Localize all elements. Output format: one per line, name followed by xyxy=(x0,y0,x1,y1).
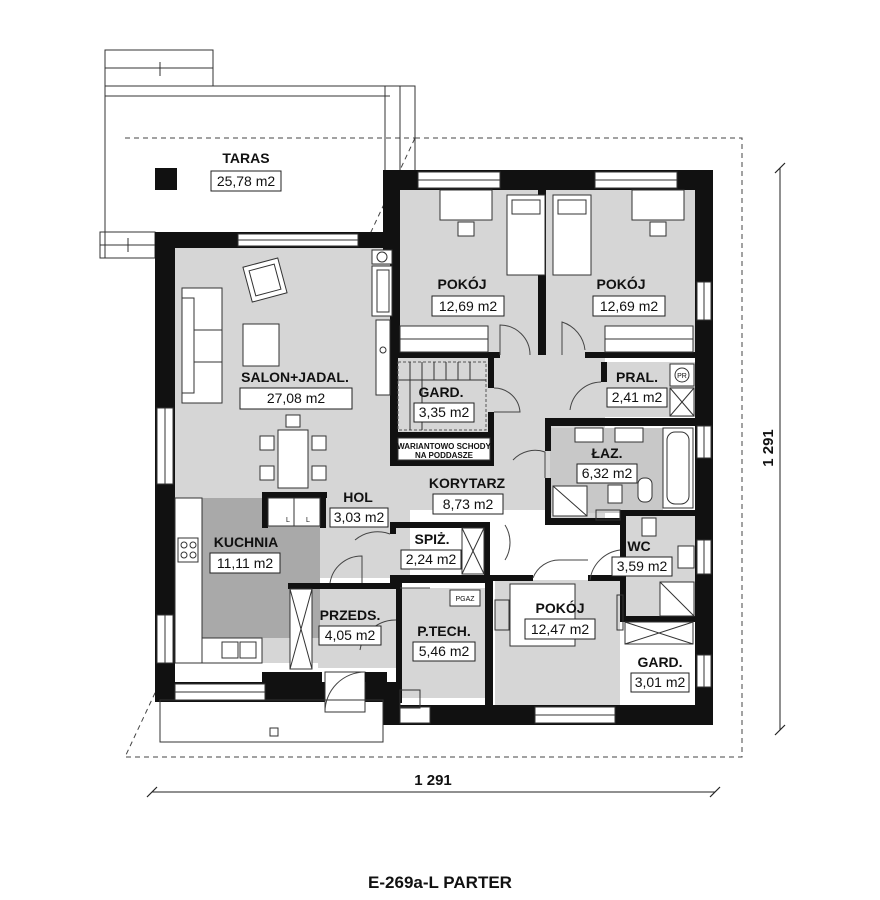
room-name-gard-2: GARD. xyxy=(637,654,682,670)
bed xyxy=(552,194,592,276)
room-name-spiz: SPIŻ. xyxy=(414,531,449,547)
toilet xyxy=(607,484,623,504)
sink xyxy=(221,641,239,659)
room-name-ptech: P.TECH. xyxy=(417,623,470,639)
washer-mark: PR xyxy=(677,373,687,380)
fridge-mark: L xyxy=(306,517,310,524)
room-area-kuchnia: 11,11 m2 xyxy=(217,555,274,571)
plan-caption: E-269a-L PARTER xyxy=(368,873,512,892)
room-name-hol: HOL xyxy=(343,489,373,505)
width-dimension: 1 291 xyxy=(414,772,452,789)
height-dimension: 1 291 xyxy=(760,429,777,467)
room-name-przeds: PRZEDS. xyxy=(320,607,381,623)
desk xyxy=(631,189,685,221)
bathroom-fixtures xyxy=(552,427,694,521)
room-name-salon: SALON+JADAL. xyxy=(241,369,349,385)
washbasin xyxy=(574,427,604,443)
terrace-post xyxy=(155,168,177,190)
washer xyxy=(669,363,695,387)
room-area-korytarz: 8,73 m2 xyxy=(443,496,494,512)
room-area-pokoj-a: 12,69 m2 xyxy=(439,298,498,314)
room-area-salon: 27,08 m2 xyxy=(267,390,326,406)
room-name-taras: TARAS xyxy=(222,150,269,166)
room-name-kuchnia: KUCHNIA xyxy=(214,534,279,550)
bedroom-furniture xyxy=(399,189,694,353)
room-area-hol: 3,03 m2 xyxy=(334,509,385,525)
room-area-ptech: 5,46 m2 xyxy=(419,643,470,659)
desk xyxy=(439,189,493,221)
room-area-spiz: 2,24 m2 xyxy=(406,551,457,567)
room-name-wc: WC xyxy=(627,538,650,554)
room-name-pokoj-a: POKÓJ xyxy=(437,275,486,292)
roof-outline xyxy=(124,137,743,758)
sofa xyxy=(181,287,223,404)
room-area-pral: 2,41 m2 xyxy=(612,389,663,405)
bidet xyxy=(637,477,653,503)
toilet xyxy=(641,517,657,537)
fridge-mark: L xyxy=(286,517,290,524)
living-furniture xyxy=(181,249,393,489)
room-area-gard-1: 3,35 m2 xyxy=(419,404,470,420)
kitchen-furniture: L L xyxy=(174,497,321,664)
laundry-fixtures: PR xyxy=(669,363,695,417)
terrace-pergola xyxy=(99,49,416,259)
stairs-note: NA PODDASZE xyxy=(415,451,474,460)
room-area-laz: 6,32 m2 xyxy=(582,465,633,481)
room-name-pokoj-c: POKÓJ xyxy=(535,599,584,616)
washbasin xyxy=(614,427,644,443)
room-area-taras: 25,78 m2 xyxy=(217,173,276,189)
room-area-gard-2: 3,01 m2 xyxy=(635,674,686,690)
dining-table xyxy=(277,429,309,489)
windows xyxy=(156,171,712,724)
bed xyxy=(506,194,546,276)
room-name-pokoj-b: POKÓJ xyxy=(596,275,645,292)
wc-fixtures xyxy=(641,517,695,617)
stairs-note: WARIANTOWO SCHODY xyxy=(397,442,491,451)
doors xyxy=(329,321,621,651)
room-area-pokoj-c: 12,47 m2 xyxy=(531,621,590,637)
entrance xyxy=(159,671,384,743)
room-name-gard-1: GARD. xyxy=(418,384,463,400)
room-area-przeds: 4,05 m2 xyxy=(325,627,376,643)
coffee-table xyxy=(242,323,280,367)
kitchen-counter xyxy=(174,497,203,664)
room-area-wc: 3,59 m2 xyxy=(617,558,668,574)
storage-shelves: PGAZ xyxy=(289,527,694,709)
room-labels: TARAS 25,78 m2 SALON+JADAL. 27,08 m2 POK… xyxy=(209,150,690,693)
pgaz-label: PGAZ xyxy=(455,596,475,603)
dimension-height: 1 291 xyxy=(760,162,786,736)
room-name-pral: PRAL. xyxy=(616,369,658,385)
dimension-width: 1 291 xyxy=(146,772,721,798)
room-name-korytarz: KORYTARZ xyxy=(429,475,506,491)
room-area-pokoj-b: 12,69 m2 xyxy=(600,298,659,314)
tv-cabinet xyxy=(375,319,391,396)
cooktop xyxy=(177,537,199,563)
armchair xyxy=(242,257,288,303)
bathtub xyxy=(662,427,694,509)
room-name-laz: ŁAZ. xyxy=(591,445,622,461)
washbasin xyxy=(677,545,695,569)
